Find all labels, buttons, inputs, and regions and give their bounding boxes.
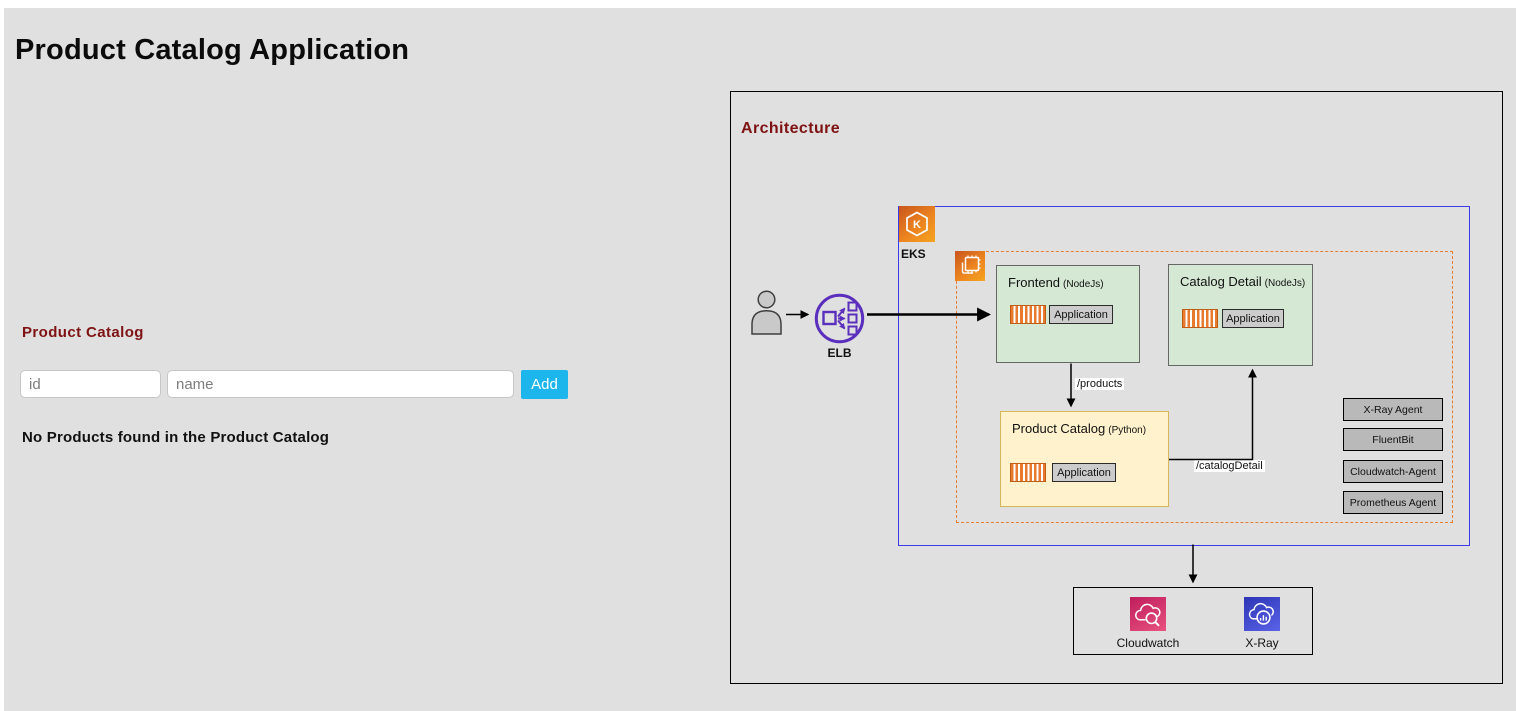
xray-icon [1244, 597, 1280, 631]
product-catalog-title: Product Catalog(Python) [1012, 421, 1147, 436]
xray-item: X-Ray [1217, 597, 1307, 650]
container-icon [1010, 463, 1046, 482]
product-catalog-application-label: Application [1052, 463, 1116, 482]
user-icon [749, 290, 784, 340]
product-catalog-node: Product Catalog(Python) Application [1000, 411, 1169, 507]
namespace-dashed-box [956, 251, 1453, 523]
elb-label: ELB [827, 346, 852, 360]
catalog-detail-route-label: /catalogDetail [1194, 460, 1265, 472]
cloudwatch-agent-box: Cloudwatch-Agent [1343, 460, 1443, 483]
frontend-node: Frontend(NodeJs) Application [996, 265, 1140, 363]
eks-icon: K [899, 206, 935, 242]
catalog-detail-node: Catalog Detail(NodeJs) Application [1168, 264, 1313, 366]
eks-cluster-box [898, 206, 1470, 546]
eks-label: EKS [901, 247, 926, 261]
architecture-panel: Architecture K EKS [730, 91, 1503, 684]
prometheus-agent-box: Prometheus Agent [1343, 491, 1443, 514]
fluentbit-box: FluentBit [1343, 428, 1443, 451]
page-title: Product Catalog Application [15, 34, 410, 66]
name-input[interactable] [167, 370, 514, 398]
catalog-detail-application-label: Application [1222, 309, 1284, 328]
cloudwatch-icon [1130, 597, 1166, 631]
container-icon [1182, 309, 1218, 328]
container-icon [1010, 305, 1046, 324]
ec2-instance-icon [955, 251, 985, 281]
frontend-title: Frontend(NodeJs) [1008, 275, 1104, 290]
catalog-detail-title: Catalog Detail(NodeJs) [1180, 274, 1306, 289]
products-route-label: /products [1075, 378, 1125, 390]
empty-message: No Products found in the Product Catalog [22, 429, 330, 446]
frontend-application-label: Application [1049, 305, 1113, 324]
xray-label: X-Ray [1245, 636, 1279, 650]
cloudwatch-item: Cloudwatch [1103, 597, 1193, 650]
id-input[interactable] [20, 370, 161, 398]
architecture-heading: Architecture [741, 120, 841, 137]
xray-agent-box: X-Ray Agent [1343, 398, 1443, 421]
add-button[interactable]: Add [521, 370, 568, 399]
svg-text:K: K [913, 219, 921, 231]
monitoring-box: Cloudwatch X-Ray [1073, 587, 1313, 655]
catalog-heading: Product Catalog [22, 324, 144, 341]
elb-icon [813, 292, 866, 350]
cloudwatch-label: Cloudwatch [1116, 636, 1180, 650]
